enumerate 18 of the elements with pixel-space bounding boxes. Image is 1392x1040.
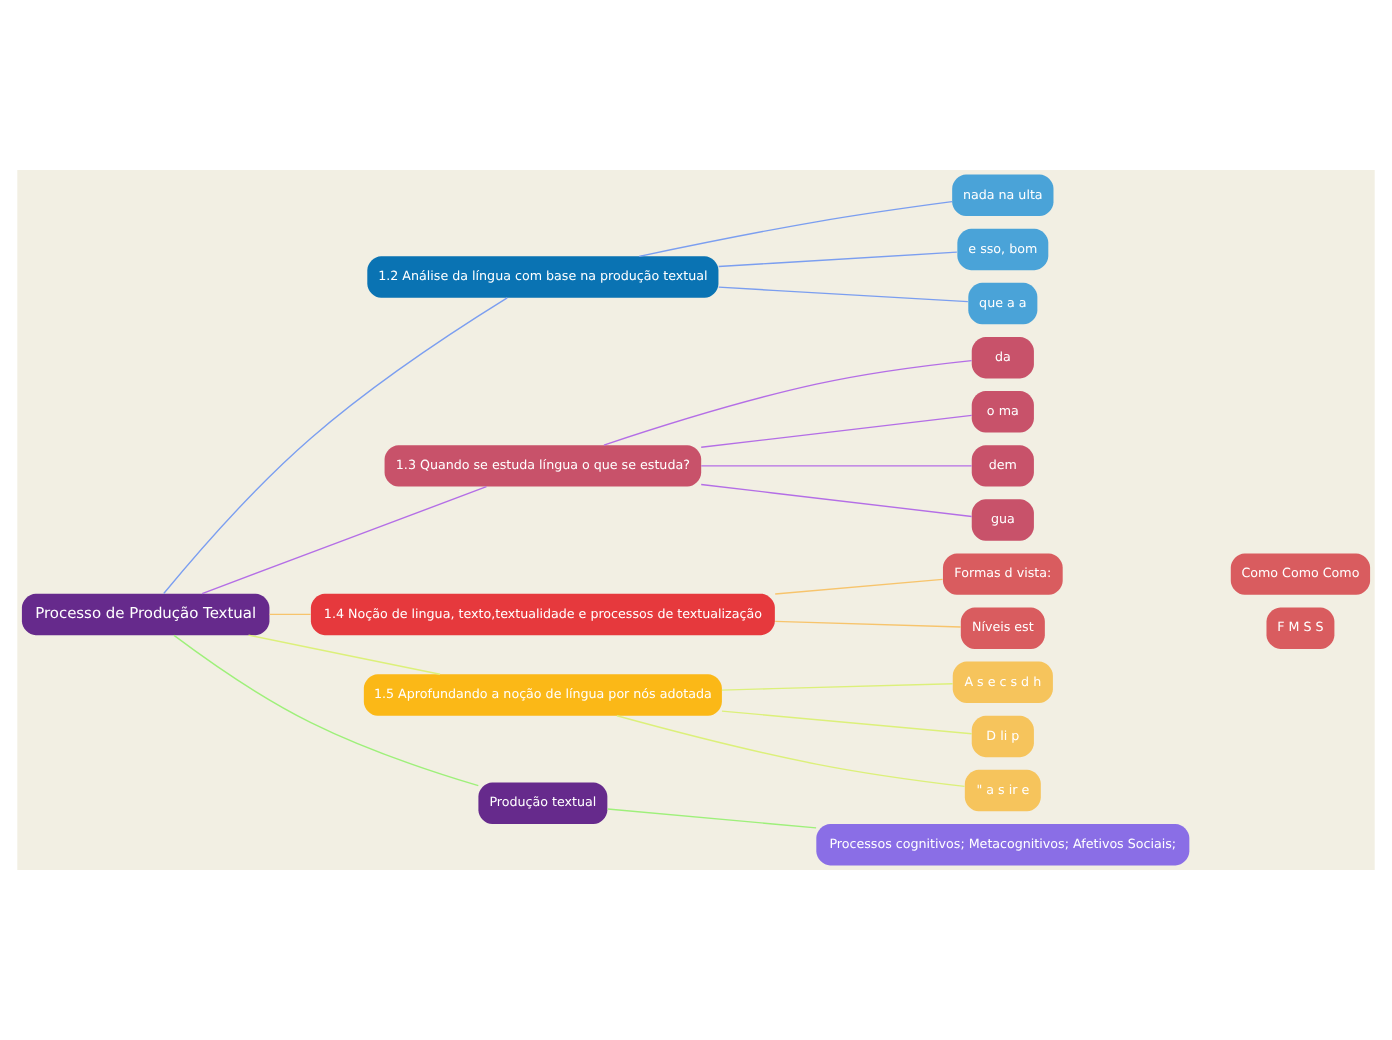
connector (247, 634, 441, 675)
connector (163, 297, 508, 595)
connector (603, 359, 973, 446)
connector (718, 251, 958, 268)
connector (721, 710, 973, 735)
connector (638, 200, 953, 258)
connector (700, 465, 973, 467)
connector (616, 715, 966, 788)
connector (700, 483, 973, 518)
connector (774, 620, 962, 628)
connector (606, 808, 817, 829)
connector (718, 286, 969, 303)
connector (700, 414, 973, 448)
connector (774, 578, 944, 595)
connector (721, 683, 954, 691)
connector (201, 486, 488, 595)
connector (173, 634, 479, 787)
connector (268, 613, 312, 616)
